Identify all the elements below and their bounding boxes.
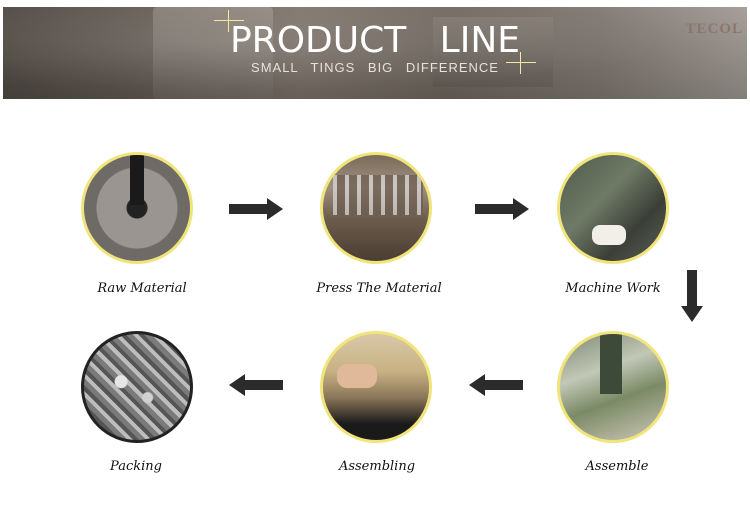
step-label-machine-work: Machine Work [528,281,698,296]
press-material-photo [320,152,432,264]
step-label-assembling: Assembling [292,459,462,474]
arrow-left-icon [469,374,523,396]
arrow-left-icon [229,374,283,396]
raw-material-photo [81,152,193,264]
step-label-press-material: Press The Material [294,281,464,296]
step-label-raw-material: Raw Material [57,281,227,296]
arrow-right-icon [229,198,283,220]
page-title: PRODUCT LINE [0,20,750,61]
assembling-photo [320,331,432,443]
packing-photo [81,331,193,443]
page-subtitle: SMALL TINGS BIG DIFFERENCE [0,60,750,75]
machine-work-photo [557,152,669,264]
step-label-assemble: Assemble [532,459,702,474]
step-label-packing: Packing [51,459,221,474]
assemble-photo [557,331,669,443]
arrow-right-icon [475,198,529,220]
arrow-down-icon [681,270,703,322]
